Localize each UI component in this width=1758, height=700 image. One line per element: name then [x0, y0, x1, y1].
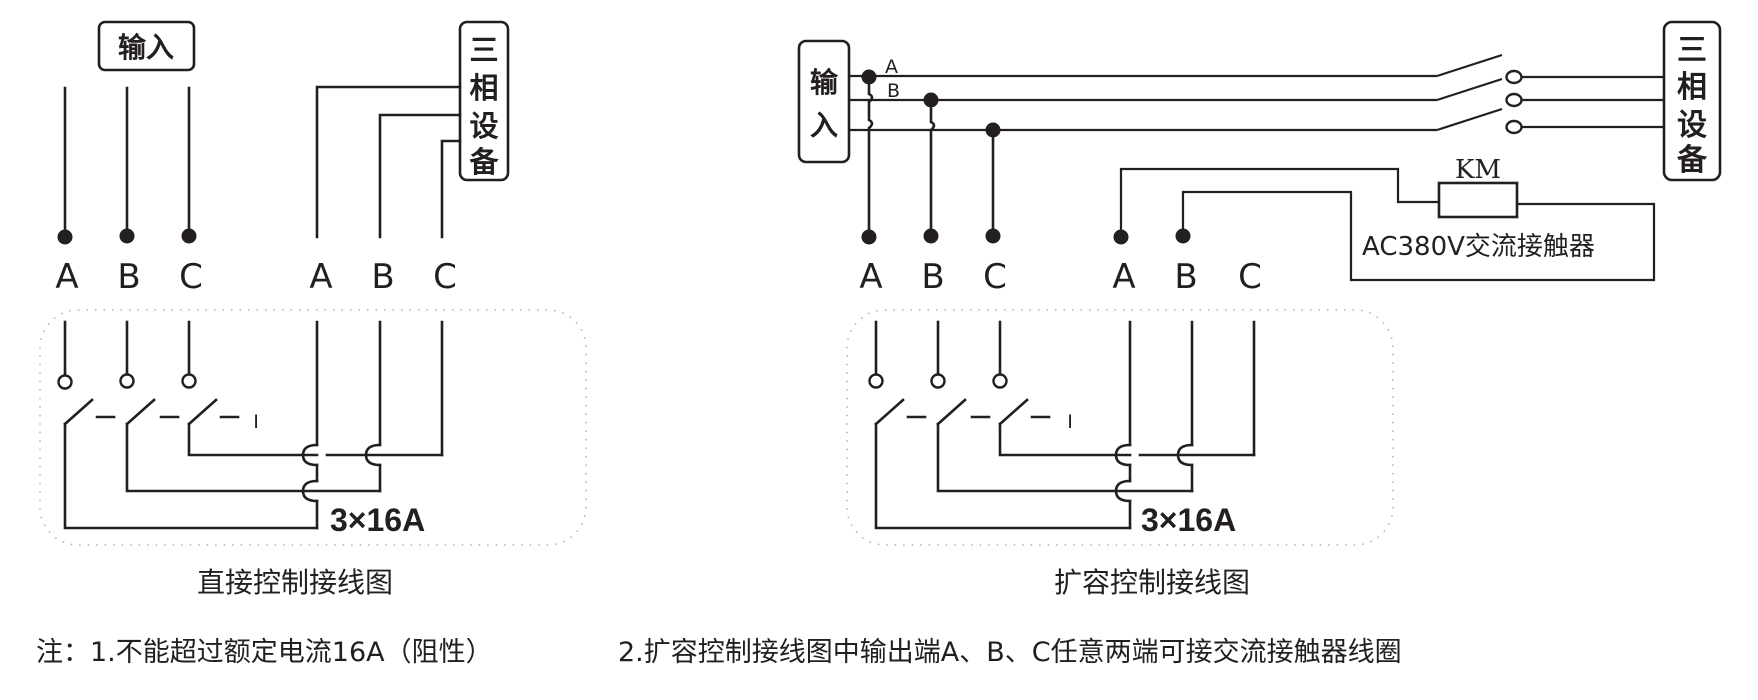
- switch-blade-c: [187, 398, 218, 426]
- output-wire-c: [440, 139, 462, 239]
- coil-label: KM: [1455, 155, 1501, 185]
- in-terminal-label: C: [179, 257, 203, 297]
- terminal-dot: [1175, 228, 1191, 244]
- terminal-dot: [923, 228, 939, 244]
- switch-marker: I: [253, 411, 259, 433]
- output-wire-a: [315, 85, 462, 239]
- tap-wire-a: [867, 75, 874, 238]
- in-terminal-label: B: [921, 257, 944, 297]
- contact-ring: [119, 373, 135, 389]
- internal-b: [125, 422, 382, 493]
- internal-c: [998, 422, 1132, 457]
- tap-wire-b: [929, 98, 936, 238]
- current-rating: 3×16A: [1141, 502, 1236, 538]
- contactor-blade-a: [1436, 53, 1503, 78]
- out-terminal-label: A: [309, 257, 332, 297]
- contactor-blade-b: [1436, 77, 1503, 102]
- expanded-control-diagram: 输 入 A B 三 相 设 备: [797, 20, 1722, 599]
- device-char: 备: [1677, 143, 1708, 178]
- three-phase-device-box: [458, 20, 510, 182]
- contact-ring: [1505, 92, 1523, 108]
- switch-blade-b: [936, 398, 967, 426]
- terminal-dot: [119, 228, 135, 244]
- terminal-dot: [57, 229, 73, 245]
- contact-ring: [868, 373, 884, 389]
- output-wire-b: [378, 113, 462, 239]
- device-char: 相: [1677, 70, 1707, 105]
- switch-blade-a: [874, 398, 905, 426]
- note-1: 注：1.不能超过额定电流16A（阻性）: [36, 637, 493, 668]
- terminal-dot: [985, 228, 1001, 244]
- in-terminal-label: A: [55, 257, 78, 297]
- bus-label-a: A: [885, 56, 898, 78]
- crossover: [301, 443, 319, 467]
- direct-control-diagram: 输入 三 相 设 备 A B C A B C: [39, 20, 587, 599]
- device-char: 备: [468, 145, 499, 179]
- input-box: [797, 39, 851, 164]
- input-label: 输入: [118, 31, 174, 64]
- out-terminal-label: A: [1112, 257, 1135, 297]
- contactor-label: AC380V交流接触器: [1362, 232, 1595, 262]
- expand-caption: 扩容控制接线图: [1054, 566, 1250, 599]
- contactor-blade-c: [1436, 107, 1503, 132]
- internal-c: [187, 422, 319, 457]
- coil-wire-a: [1119, 167, 1439, 237]
- coil-wire-b: [1181, 190, 1656, 282]
- device-char: 设: [1677, 108, 1707, 143]
- input-char: 输: [810, 66, 839, 99]
- contact-ring: [181, 373, 197, 389]
- switch-blade-a: [63, 398, 94, 426]
- out-terminal-label: C: [1238, 257, 1262, 297]
- terminal-dot: [861, 229, 877, 245]
- current-rating: 3×16A: [330, 502, 425, 538]
- crossover: [1176, 443, 1194, 467]
- switch-blade-b: [125, 398, 156, 426]
- contact-ring: [1505, 119, 1523, 135]
- contact-gap: [1438, 55, 1518, 145]
- out-terminal-label: B: [371, 257, 394, 297]
- device-char: 设: [469, 109, 498, 143]
- out-terminal-label: B: [1174, 257, 1197, 297]
- contact-ring: [930, 373, 946, 389]
- crossover: [1114, 443, 1132, 467]
- terminal-dot: [181, 228, 197, 244]
- input-char: 入: [810, 109, 838, 142]
- input-box: [97, 20, 196, 72]
- contact-ring: [1505, 69, 1523, 85]
- three-phase-device-box: [1662, 20, 1722, 182]
- internal-b: [936, 422, 1194, 493]
- internal-a: [874, 422, 1132, 530]
- bus-label-b: B: [887, 80, 900, 102]
- switch-enclosure: [39, 309, 587, 546]
- direct-caption: 直接控制接线图: [197, 566, 393, 599]
- switch-enclosure: [846, 309, 1394, 546]
- in-terminal-label: A: [859, 257, 882, 297]
- note-2: 2.扩容控制接线图中输出端A、B、C任意两端可接交流接触器线圈: [618, 637, 1402, 668]
- out-terminal-label: C: [433, 257, 457, 297]
- switch-blade-c: [998, 398, 1029, 426]
- terminal-dot: [1113, 229, 1129, 245]
- device-char: 三: [469, 33, 498, 67]
- in-terminal-label: B: [117, 257, 140, 297]
- crossover: [364, 443, 382, 467]
- contact-ring: [57, 374, 73, 390]
- device-char: 相: [469, 71, 498, 105]
- internal-a: [63, 422, 319, 530]
- switch-marker: I: [1067, 411, 1073, 433]
- in-terminal-label: C: [983, 257, 1007, 297]
- device-char: 三: [1677, 33, 1707, 68]
- contact-ring: [992, 373, 1008, 389]
- km-coil: [1437, 181, 1519, 219]
